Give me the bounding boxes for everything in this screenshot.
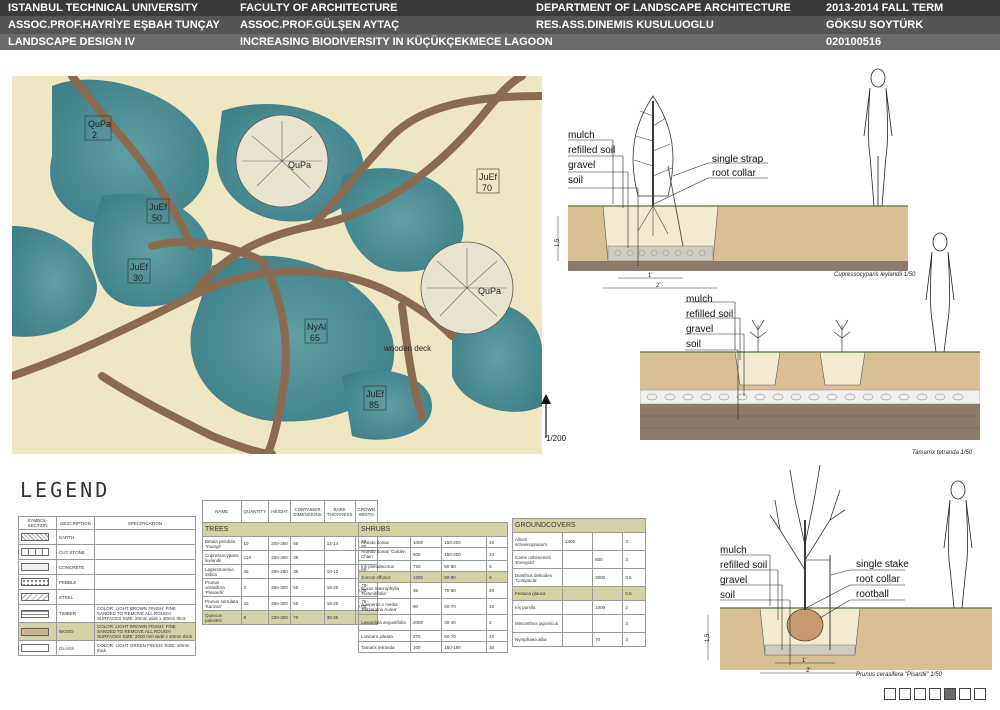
section2-label-gravel: gravel [686, 324, 714, 335]
section3-label-root-collar: root collar [856, 574, 900, 585]
header-row-2: ASSOC.PROF.HAYRİYE EŞBAH TUNÇAY ASSOC.PR… [0, 16, 1000, 34]
shrubs-section-title: SHRUBS [358, 522, 508, 537]
university-name: ISTANBUL TECHNICAL UNIVERSITY [8, 2, 199, 14]
sheet-thumb[interactable] [914, 688, 926, 700]
legend-title: LEGEND [20, 478, 111, 502]
deck-label: wooden deck [383, 344, 432, 353]
svg-text:JuEf: JuEf [149, 202, 168, 212]
tree-label-qupa: QuPa [478, 286, 501, 296]
sheet-thumb[interactable] [974, 688, 986, 700]
water-body [339, 168, 464, 272]
student-id: 020100516 [826, 36, 882, 48]
svg-text:85: 85 [369, 400, 379, 410]
svg-text:2': 2' [656, 283, 660, 289]
svg-text:JuEf: JuEf [366, 389, 385, 399]
legend-table: SYMBOL-SECTION DESCRIPTION SPECIFICATION… [18, 516, 196, 656]
section1-label-mulch: mulch [568, 130, 595, 141]
sheet-thumb[interactable] [929, 688, 941, 700]
tree-label-qupa: QuPa [288, 160, 311, 170]
svg-text:1': 1' [802, 658, 806, 664]
svg-text:JuEf: JuEf [130, 262, 149, 272]
sheet-thumb[interactable] [959, 688, 971, 700]
section3-label-refilled-soil: refilled soil [720, 560, 768, 571]
section2-label-refilled-soil: refilled soil [686, 309, 734, 320]
section1-label-root-collar: root collar [712, 168, 756, 179]
instructor-1: ASSOC.PROF.HAYRİYE EŞBAH TUNÇAY [8, 19, 220, 31]
svg-text:QuPa: QuPa [88, 119, 111, 129]
svg-text:65: 65 [310, 333, 320, 343]
header-row-1: ISTANBUL TECHNICAL UNIVERSITY FACULTY OF… [0, 0, 1000, 16]
svg-text:1,5: 1,5 [705, 633, 711, 642]
section3-label-soil: soil [720, 590, 736, 601]
section1-label-soil: soil [568, 175, 584, 186]
section2-label-soil: soil [686, 339, 702, 350]
north-arrow-icon [541, 394, 551, 438]
section1-label-single-strap: single strap [712, 154, 764, 165]
svg-text:1': 1' [648, 273, 652, 279]
trees-table: NAME QUANTITY HEIGHT CONTAINER DIMENSION… [201, 500, 379, 625]
svg-text:JuEf: JuEf [479, 172, 498, 182]
svg-text:70: 70 [482, 183, 492, 193]
student-name: GÖKSU SOYTÜRK [826, 19, 924, 31]
section3-label-rootball: rootball [856, 589, 889, 600]
svg-text:1,5: 1,5 [555, 238, 561, 247]
planting-section-1: 1,5 1' 2' [555, 68, 908, 289]
svg-text:30: 30 [133, 273, 143, 283]
svg-text:2': 2' [806, 668, 810, 674]
section3-label-single-stake: single stake [856, 559, 909, 570]
section2-caption: Tamarrix tetranda 1/50 [912, 450, 973, 456]
water-body [12, 226, 97, 337]
planting-section-3: 1,5 1' 2' [705, 464, 992, 674]
sheet-thumb[interactable] [884, 688, 896, 700]
groundcovers-section-title: GROUNDCOVERS [512, 518, 646, 533]
section2-label-mulch: mulch [686, 294, 713, 305]
svg-text:50: 50 [152, 213, 162, 223]
water-body [342, 370, 432, 440]
planting-section-2 [640, 232, 980, 440]
course-name: LANDSCAPE DESIGN IV [8, 36, 136, 48]
section3-label-gravel: gravel [720, 575, 748, 586]
sheet-thumb-active[interactable] [944, 688, 956, 700]
plan-scale: 1/200 [546, 434, 567, 443]
department-name: DEPARTMENT OF LANDSCAPE ARCHITECTURE [536, 2, 791, 14]
assistant: RES.ASS.DINEMIS KUSULUOGLU [536, 19, 714, 31]
faculty-name: FACULTY OF ARCHITECTURE [240, 2, 398, 14]
svg-text:2: 2 [92, 130, 97, 140]
svg-text:NyAl: NyAl [307, 322, 326, 332]
header-row-3: LANDSCAPE DESIGN IV INCREASING BIODIVERS… [0, 34, 1000, 50]
term: 2013-2014 FALL TERM [826, 2, 944, 14]
trees-section-title: TREES [201, 522, 379, 537]
section1-label-gravel: gravel [568, 160, 596, 171]
section3-label-mulch: mulch [720, 545, 747, 556]
section3-caption: Prunus cerasifera "Pisardii" 1/50 [856, 672, 942, 678]
sheet-thumb[interactable] [899, 688, 911, 700]
section1-label-refilled-soil: refilled soil [568, 145, 616, 156]
section1-caption: Cupressocyparis leylandii 1/50 [834, 272, 916, 278]
project-title: INCREASING BIODIVERSITY IN KÜÇÜKÇEKMECE … [240, 36, 553, 48]
instructor-2: ASSOC.PROF.GÜLŞEN AYTAÇ [240, 19, 400, 31]
sheet-index [884, 688, 986, 700]
